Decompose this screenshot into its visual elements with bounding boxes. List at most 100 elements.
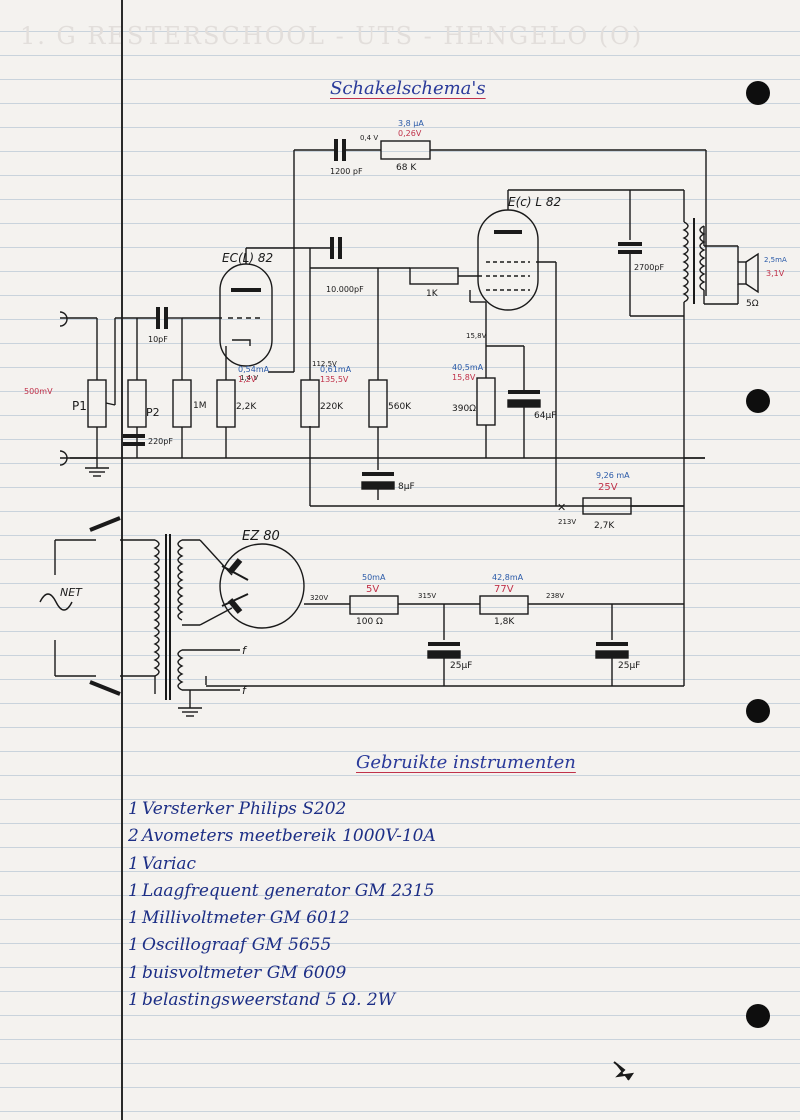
label-c-25u-a: 25μF (450, 661, 472, 671)
label-net: NET (60, 586, 83, 599)
reading-speaker-current: 2,5mA (764, 256, 787, 264)
label-c-220p: 220pF (148, 437, 173, 446)
label-p2: P2 (146, 406, 160, 419)
punch-hole-2 (746, 389, 770, 413)
resistor-1k8 (479, 595, 529, 615)
amplifier-schematic: ✕ EC(L) 82 E(c) L 82 EZ 80 P1 (24, 119, 787, 717)
mains-transformer (153, 539, 160, 677)
label-plate-node: 112,5V (312, 360, 337, 368)
instrument-qty: 1 (128, 880, 139, 901)
label-r-68k: 68 K (396, 163, 417, 173)
label-tube-output: E(c) L 82 (508, 195, 561, 209)
label-rect-node: 320V (310, 594, 328, 602)
reading-input-voltage: 500mV (24, 387, 53, 396)
reading-plate-voltage: 135,5V (320, 375, 349, 384)
reading-screen-voltage: 25V (598, 482, 618, 493)
instrument-qty: 1 (128, 908, 139, 929)
reading-speaker-voltage: 3,1V (766, 269, 785, 278)
instrument-qty: 1 (128, 962, 139, 983)
label-g2-node: 15,8V (466, 332, 487, 340)
schema-title: Schakelschema's (330, 78, 486, 99)
power-switch-bottom (89, 680, 121, 696)
resistor-100 (349, 595, 399, 615)
label-r-560k: 560K (388, 402, 412, 412)
reading-screen-current: 9,26 mA (596, 471, 630, 480)
label-c-2700p: 2700pF (634, 263, 664, 272)
label-speaker-impedance: 5Ω (746, 299, 759, 309)
label-fb-node: 0,4 V (360, 134, 378, 142)
resistor-390 (476, 377, 496, 426)
resistor-68k (380, 140, 431, 160)
output-transformer (682, 221, 689, 303)
instrument-text: Variac (142, 853, 197, 874)
label-r-220k: 220K (320, 402, 344, 412)
punch-hole-1 (746, 81, 770, 105)
resistor-2k2 (216, 379, 236, 428)
reading-fb-current: 3,8 μA (398, 119, 424, 128)
faint-header-bleed: 1. G RESTERSCHOOL - UTS - HENGELO (O) (20, 22, 644, 50)
label-r-390: 390Ω (452, 404, 476, 414)
label-c-10p: 10pF (148, 335, 168, 344)
reading-out-cath-current: 40,5mA (452, 363, 484, 372)
instrument-text: belastingsweerstand 5 Ω. 2W (142, 990, 396, 1011)
reading-plate-current: 0,61mA (320, 365, 352, 374)
input-jack-top (59, 311, 68, 327)
resistor-560k (368, 379, 388, 428)
pot-p1 (87, 379, 107, 428)
margin-line (121, 0, 123, 1120)
tube-ecl82 (219, 263, 273, 367)
label-cath-node: 1,4 V (240, 374, 258, 382)
reading-cath-current: 0,54mA (238, 365, 270, 374)
instrument-qty: 1 (128, 853, 139, 874)
label-p1: P1 (72, 399, 87, 413)
label-r-1k8: 1,8K (494, 617, 515, 627)
svg-text:✕: ✕ (557, 501, 566, 514)
label-filament-2: f (242, 684, 248, 697)
label-tube-rectifier: EZ 80 (242, 529, 280, 544)
pot-p2 (127, 379, 147, 428)
resistor-1k (409, 267, 459, 285)
power-switch-top (89, 516, 121, 532)
ink-smudge (613, 1061, 635, 1081)
instrument-text: Millivoltmeter GM 6012 (142, 908, 350, 929)
label-r-1k: 1K (426, 289, 439, 299)
instrument-text: Laagfrequent generator GM 2315 (142, 880, 435, 901)
label-r-2k2: 2,2K (236, 402, 257, 412)
label-c-25u-b: 25μF (618, 661, 640, 671)
reading-r1k8-voltage: 77V (494, 584, 514, 595)
instrument-text: buisvoltmeter GM 6009 (142, 962, 347, 983)
reading-cath-voltage: 1,2V (238, 375, 257, 384)
label-c-10000p: 10.000pF (326, 285, 364, 294)
instrument-qty: 1 (128, 799, 139, 819)
instrument-text: Avometers meetbereik 1000V-10A (142, 826, 436, 847)
tube-ez80 (219, 543, 305, 629)
label-node-315: 315V (418, 592, 436, 600)
label-screen-node: 213V (558, 518, 576, 526)
instrument-qty: 1 (128, 990, 139, 1011)
reading-r100-current: 50mA (362, 573, 386, 582)
reading-r100-voltage: 5V (366, 584, 379, 595)
instrument-text: Versterker Philips S202 (142, 799, 347, 819)
label-r-100: 100 Ω (356, 617, 383, 627)
instrument-text: Oscillograaf GM 5655 (142, 935, 332, 956)
punch-hole-3 (746, 699, 770, 723)
instrument-qty: 1 (128, 935, 139, 956)
resistor-1M (172, 379, 192, 428)
instrument-qty: 2 (128, 826, 139, 847)
speaker-icon (737, 261, 747, 285)
tube-el82 (477, 209, 539, 311)
label-r-1m: 1M (193, 401, 207, 411)
label-c-1200p: 1200 pF (330, 167, 363, 176)
punch-hole-4 (746, 1004, 770, 1028)
label-filament-1: f (242, 644, 248, 657)
